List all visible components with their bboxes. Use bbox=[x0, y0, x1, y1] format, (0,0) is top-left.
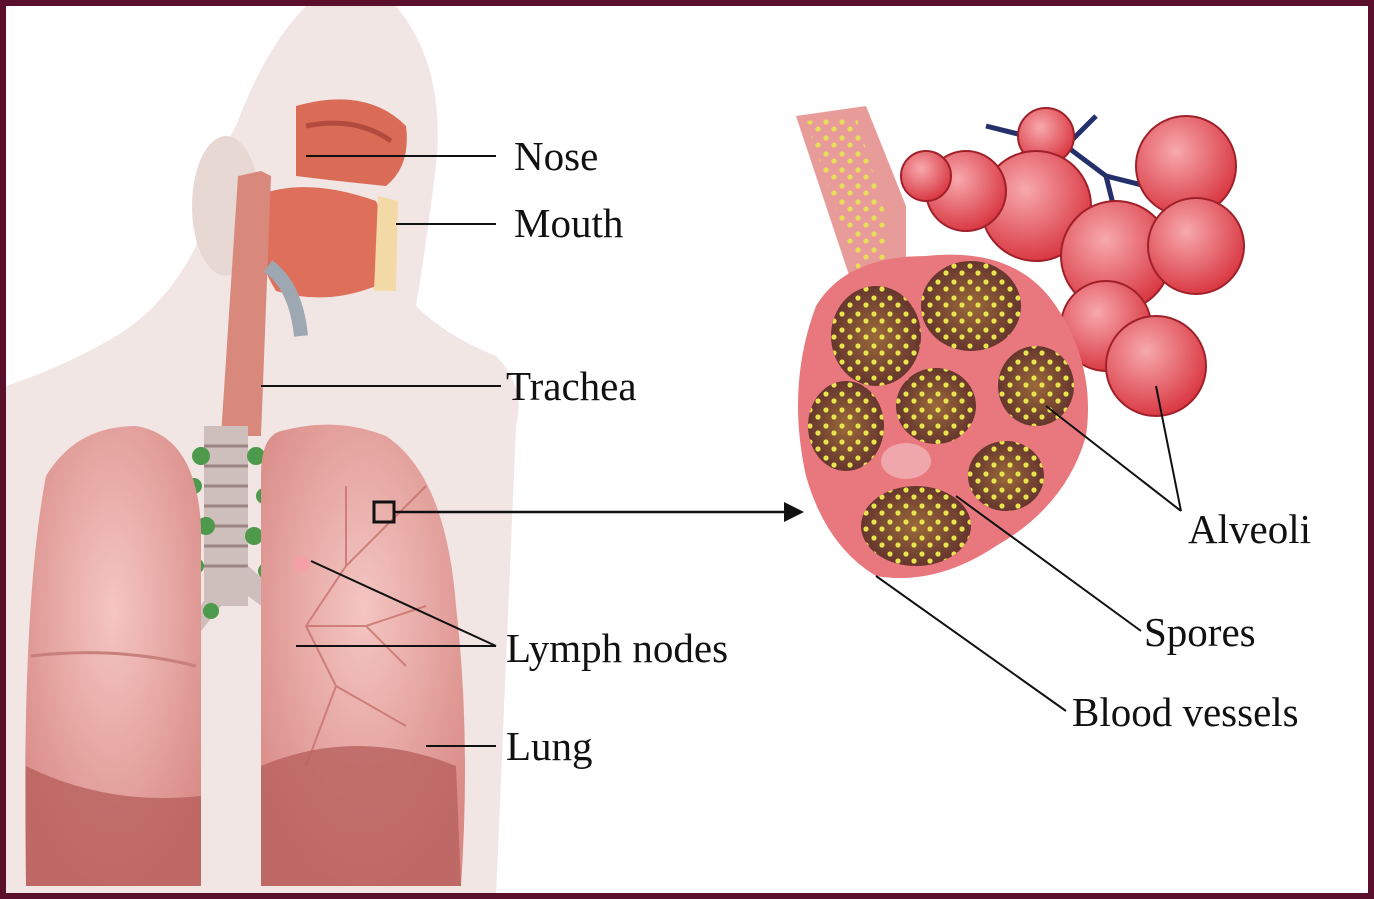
label-lymph-nodes: Lymph nodes bbox=[506, 628, 728, 669]
diagram-panel: Nose Mouth Trachea Lymph nodes Lung Alve… bbox=[6, 6, 1368, 893]
label-blood-vessels: Blood vessels bbox=[1072, 692, 1299, 733]
label-alveoli: Alveoli bbox=[1188, 509, 1311, 550]
label-nose: Nose bbox=[514, 136, 598, 177]
label-lung: Lung bbox=[506, 726, 593, 767]
left-lung bbox=[25, 426, 201, 886]
label-spores: Spores bbox=[1144, 612, 1256, 653]
label-trachea: Trachea bbox=[506, 366, 637, 407]
respiratory-illustration bbox=[6, 6, 1368, 893]
label-mouth: Mouth bbox=[514, 203, 623, 244]
